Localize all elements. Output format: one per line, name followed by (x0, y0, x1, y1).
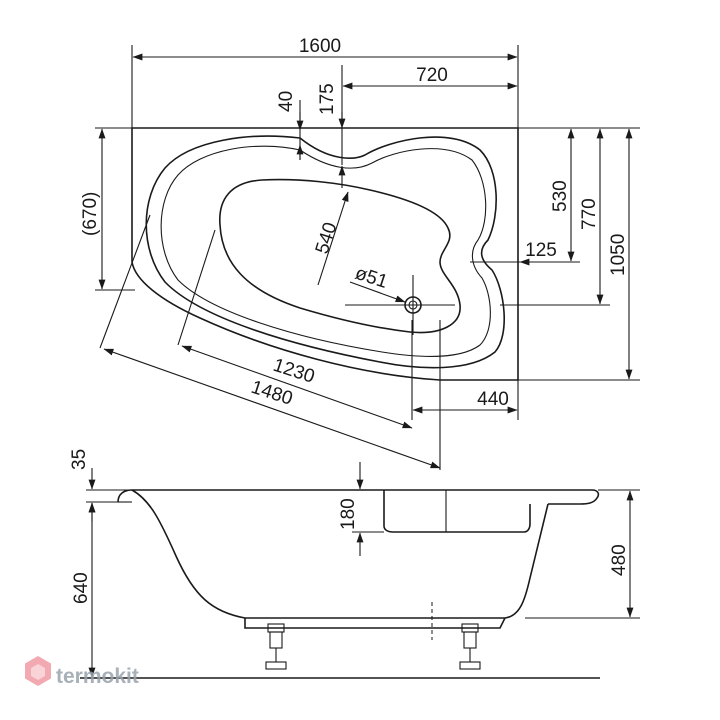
ext-1480-left (99, 214, 151, 349)
dim-1480-line (103, 348, 441, 469)
dim-1600-label: 1600 (299, 36, 341, 57)
dim-720-label: 720 (416, 65, 448, 86)
side-view: 35 640 180 480 (69, 449, 640, 679)
dim-35-label: 35 (69, 449, 90, 470)
dim-125-label: 125 (525, 240, 557, 261)
side-base (244, 617, 506, 629)
dim-drain-leader (349, 281, 406, 303)
watermark-logo-icon (25, 656, 51, 686)
dim-670-label: (670) (80, 192, 101, 236)
dim-480-label: 480 (609, 544, 630, 576)
dim-770-label: 770 (579, 198, 600, 230)
dim-1480-label: 1480 (248, 377, 295, 410)
tub-basin (219, 178, 461, 334)
tub-shelf-contour (160, 145, 491, 358)
dim-drain-label: ø51 (352, 263, 390, 293)
dim-1050-label: 1050 (608, 234, 629, 276)
side-body (131, 489, 549, 619)
dim-640-label: 640 (71, 572, 92, 604)
watermark: termokit (25, 656, 139, 688)
side-rim (117, 489, 600, 505)
side-recess (383, 490, 531, 533)
dim-540-label: 540 (312, 220, 342, 257)
dim-530-label: 530 (550, 180, 571, 212)
dim-1230-line (181, 345, 413, 429)
dim-180-label: 180 (338, 498, 359, 530)
leg-left (265, 623, 287, 670)
leg-right (459, 623, 481, 670)
dim-175-label: 175 (317, 83, 338, 115)
watermark-text: termokit (56, 665, 139, 688)
top-view: 1600 720 175 40 (670) 540 ø51 1230 1480 … (80, 36, 640, 470)
ext-1230-left (177, 229, 216, 346)
dim-540-line (317, 191, 349, 286)
dim-440-label: 440 (477, 389, 509, 410)
tub-rim-contour (145, 135, 505, 369)
dim-1230-label: 1230 (270, 355, 317, 388)
dim-40-label: 40 (276, 91, 297, 112)
